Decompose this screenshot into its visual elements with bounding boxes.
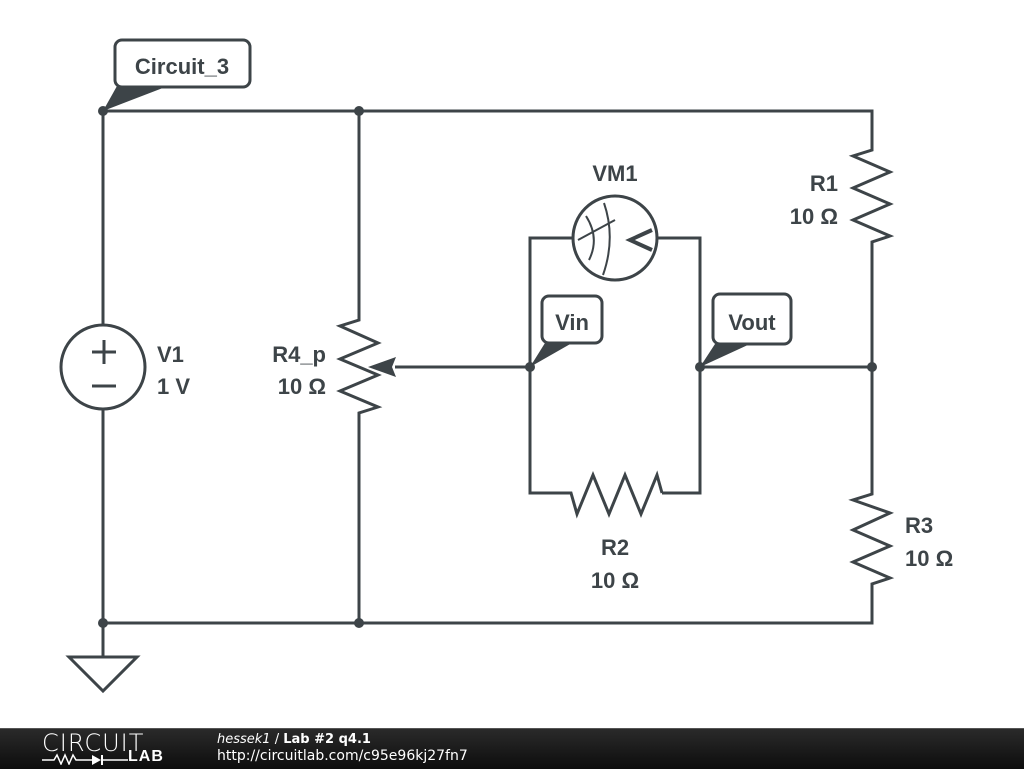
net-label-pointer	[530, 343, 572, 367]
wiper-arrow-icon	[368, 357, 396, 377]
r4p-potentiometer[interactable]: R4_p 10 Ω	[272, 318, 396, 415]
r3-value-label: 10 Ω	[905, 546, 953, 571]
voltmeter-circle	[571, 194, 659, 282]
breadcrumb-separator: /	[270, 732, 284, 747]
v1-value-label: 1 V	[157, 374, 190, 399]
junction-dot	[98, 618, 108, 628]
circuit-url-link[interactable]: http://circuitlab.com/c95e96kj27fn7	[217, 748, 468, 764]
meter-scale-icon	[602, 202, 611, 276]
v1-name-label: V1	[157, 342, 184, 367]
net-label-vin[interactable]: Vin	[530, 294, 604, 367]
voltmeter-v-icon	[625, 228, 653, 252]
r3-resistor[interactable]: R3 10 Ω	[848, 492, 953, 588]
r1-value-label: 10 Ω	[790, 204, 838, 229]
junction-dot	[354, 106, 364, 116]
wire-vin-vm1	[528, 236, 574, 495]
net-label-pointer	[700, 344, 750, 367]
schematic-canvas: V1 1 V R4_p 10 Ω VM1 R1 10 Ω R2 10 Ω R3 …	[59, 38, 953, 694]
source-circle	[59, 323, 147, 411]
meter-scale-icon	[585, 215, 595, 261]
net-label-vout[interactable]: Vout	[700, 292, 793, 367]
circuit-meta: hessek1 / Lab #2 q4.1 http://circuitlab.…	[217, 731, 468, 765]
r2-value-label: 10 Ω	[591, 568, 639, 593]
ground-icon[interactable]	[65, 655, 141, 694]
resistor-zigzag	[848, 148, 895, 244]
junction-dot	[354, 618, 364, 628]
wire-top-rail	[103, 109, 874, 148]
wire-bottom-rail	[103, 588, 874, 625]
r4p-value-label: 10 Ω	[278, 374, 326, 399]
r2-resistor[interactable]: R2 10 Ω	[568, 470, 664, 593]
net-label-text: Circuit_3	[135, 54, 229, 79]
net-label-pointer	[103, 86, 168, 111]
meter-needle-icon	[577, 219, 616, 241]
junction-dot	[867, 362, 877, 372]
net-label-text: Vin	[555, 310, 589, 335]
resistor-zigzag	[568, 470, 664, 519]
logo-circuit-text: CIRCUIT	[42, 729, 145, 757]
wire-vout-vm1	[656, 236, 702, 495]
vm1-name-label: VM1	[592, 161, 637, 186]
r3-name-label: R3	[905, 513, 933, 538]
author-link[interactable]: hessek1	[217, 732, 271, 747]
resistor-zigzag	[335, 318, 383, 415]
net-label-box	[113, 38, 252, 89]
net-label-box	[540, 294, 604, 345]
v1-voltage-source[interactable]: V1 1 V	[59, 323, 190, 411]
resistor-zigzag	[848, 492, 895, 588]
r4p-name-label: R4_p	[272, 342, 326, 367]
logo-resistor-diode-icon	[42, 753, 128, 765]
r1-name-label: R1	[810, 171, 838, 196]
net-label-text: Vout	[728, 310, 776, 335]
logo-lab-text: LAB	[128, 748, 164, 765]
vm1-voltmeter[interactable]: VM1	[571, 161, 659, 282]
circuitlab-logo[interactable]: CIRCUIT LAB	[40, 729, 180, 767]
r1-resistor[interactable]: R1 10 Ω	[790, 148, 895, 244]
net-label-box	[711, 292, 793, 346]
footer-bar: CIRCUIT LAB hessek1 / Lab #2 q4.1 http:/…	[0, 728, 1024, 769]
circuit-title[interactable]: Lab #2 q4.1	[283, 732, 371, 747]
r2-name-label: R2	[601, 535, 629, 560]
wires	[101, 109, 874, 657]
net-label-circuit-3[interactable]: Circuit_3	[103, 38, 252, 111]
